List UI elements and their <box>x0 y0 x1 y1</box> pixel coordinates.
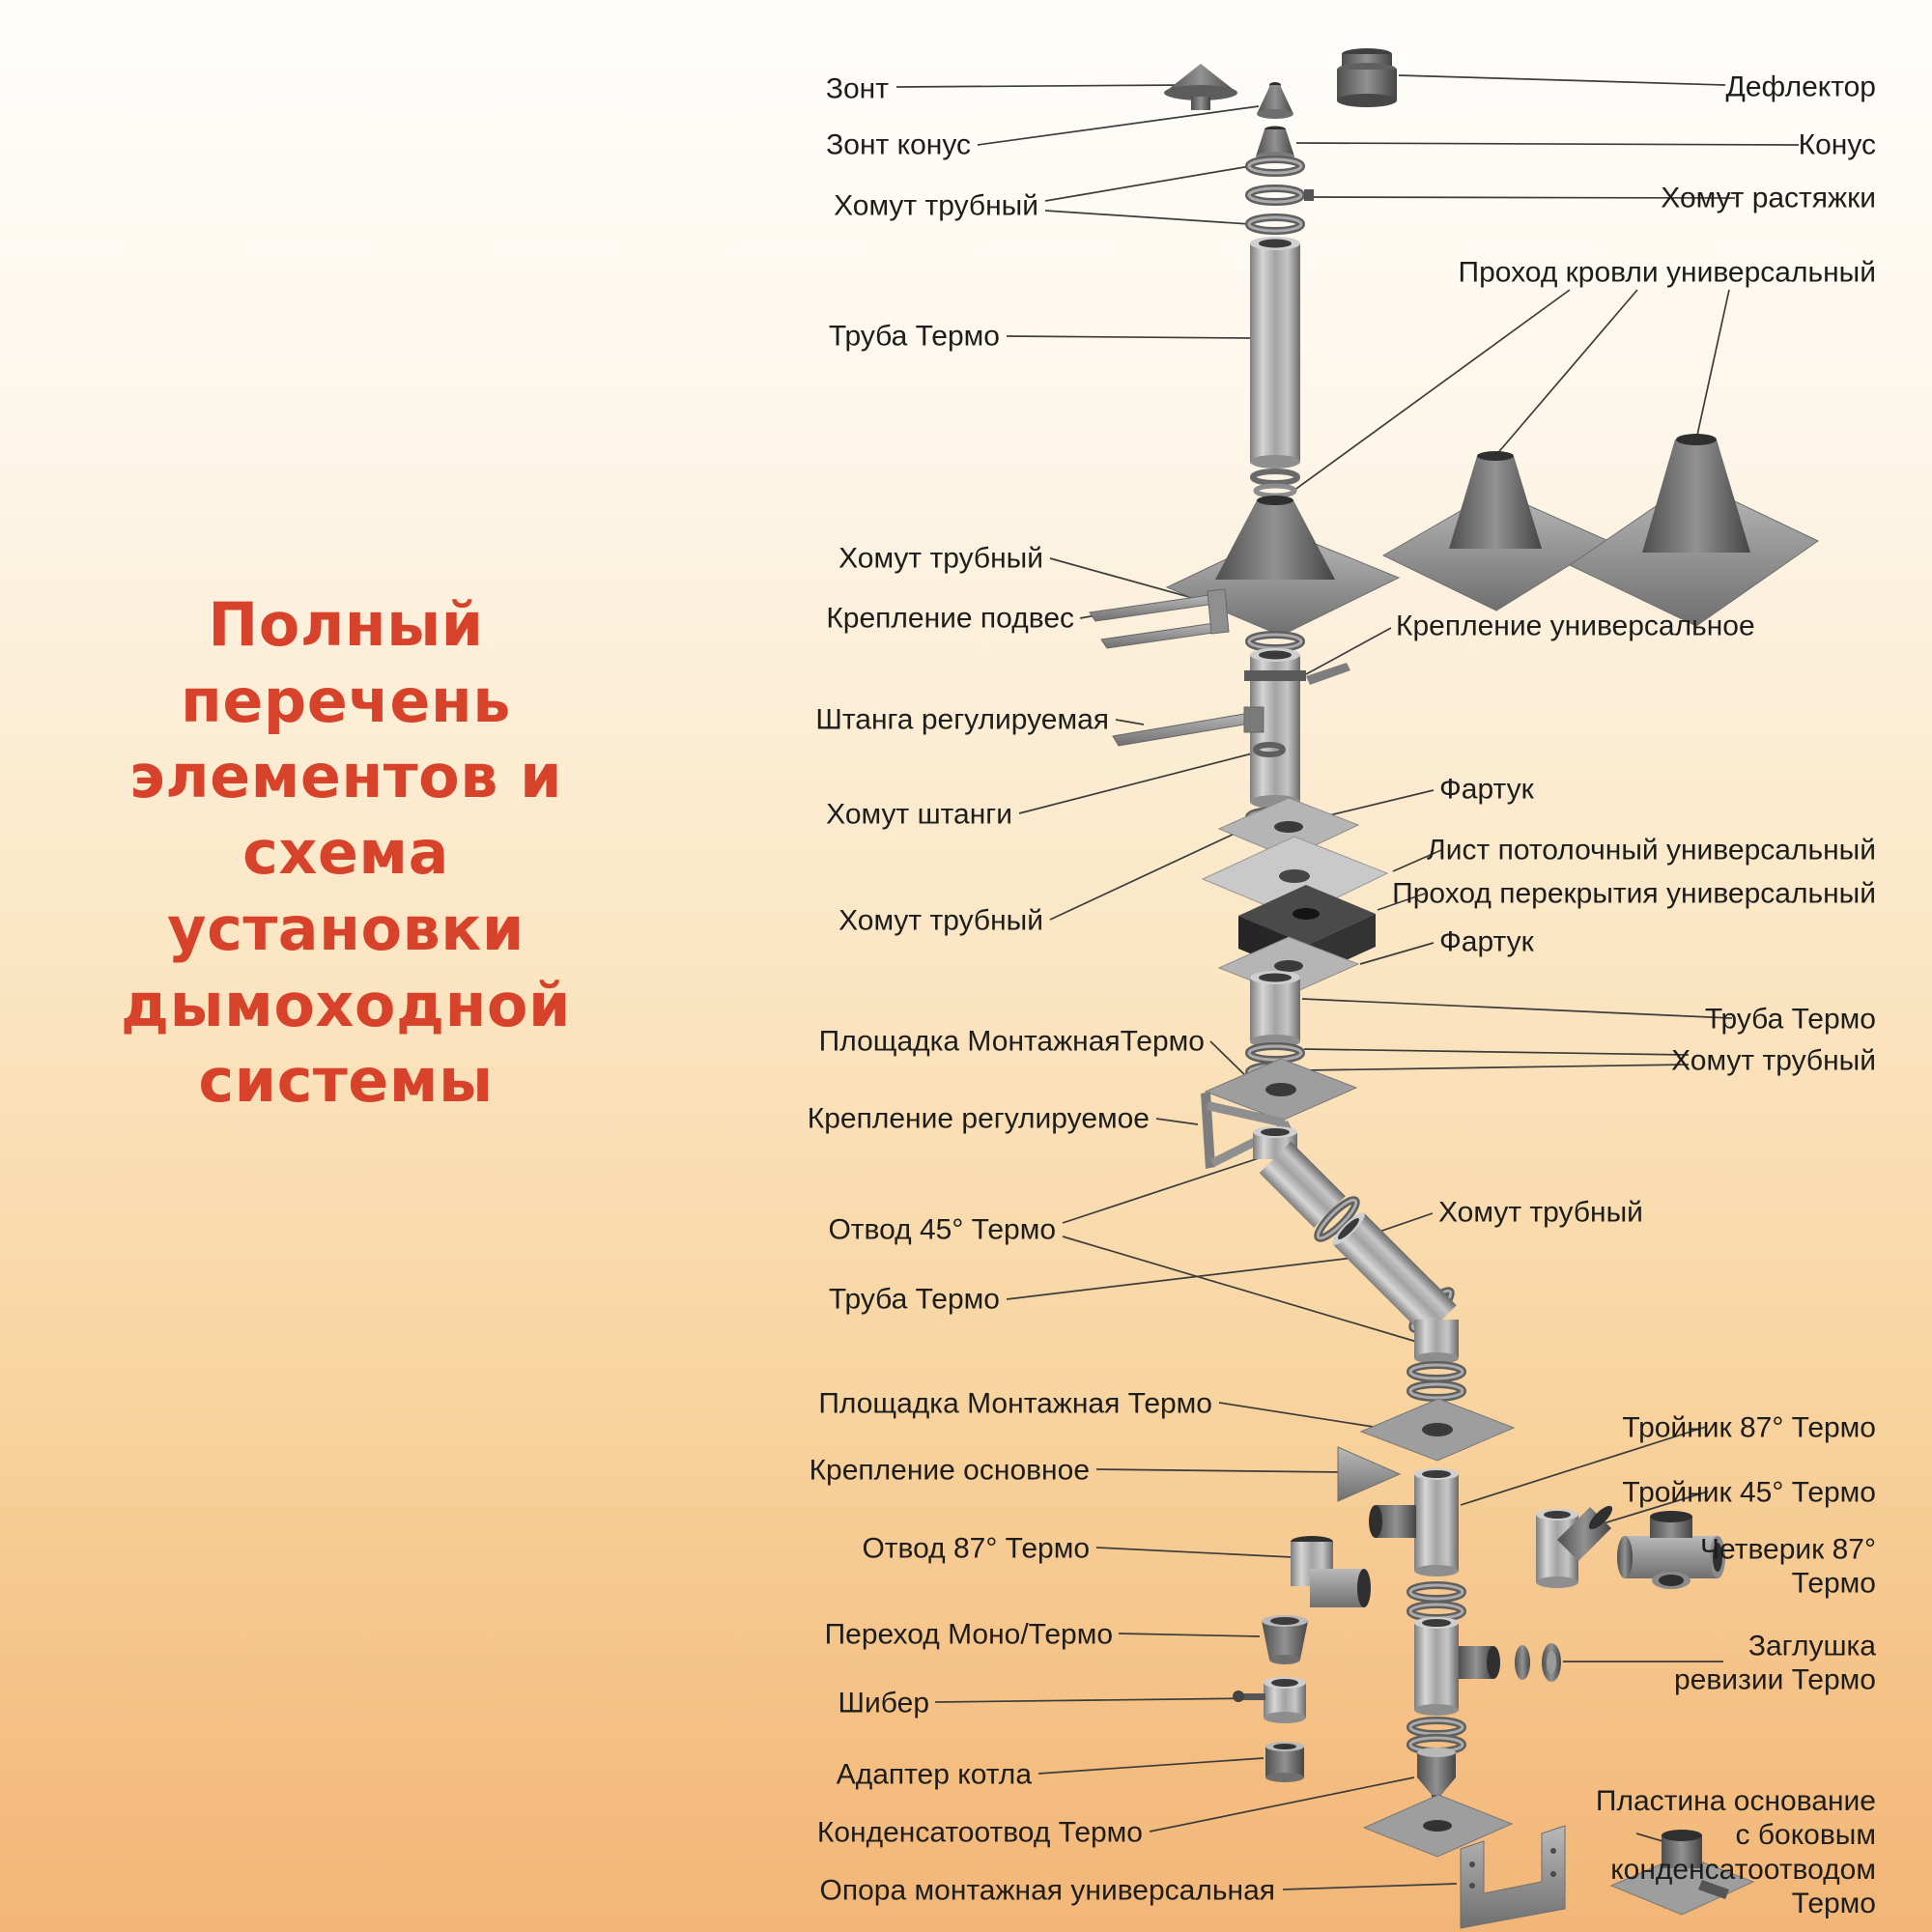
poster-title: Полный перечень элементов и схема устано… <box>56 587 636 1120</box>
part-truba-termo-2 <box>1250 971 1300 1048</box>
label-khomut-trubny-right-1: Хомут трубный <box>1671 1044 1876 1077</box>
part-adapter-kotla <box>1265 1742 1304 1782</box>
part-shiber <box>1233 1677 1306 1723</box>
label-fartuk-2: Фартук <box>1439 925 1534 958</box>
part-khomut-rings-lower <box>1406 1361 1466 1402</box>
label-konus: Конус <box>1798 128 1876 161</box>
label-khomut-rastyazhki: Хомут растяжки <box>1661 182 1876 214</box>
part-kreplenie-universalnoe <box>1244 663 1350 685</box>
part-truba-termo-1 <box>1250 237 1300 498</box>
part-plastina-osnovanie <box>1362 1794 1514 1858</box>
label-khomut-trubny-right-2: Хомут трубный <box>1438 1196 1643 1229</box>
label-truba-termo-2: Труба Термо <box>828 1283 1000 1316</box>
label-ploshchadka-2: Площадка Монтажная Термо <box>818 1387 1212 1420</box>
part-prohod-krovli-1 <box>1165 496 1401 637</box>
label-zont-konus: Зонт конус <box>826 128 971 161</box>
part-troinik-revizia <box>1414 1617 1500 1716</box>
part-zaglushka-revizii <box>1515 1643 1561 1682</box>
part-otvod45-1 <box>1253 1126 1346 1228</box>
part-otvod45-2 <box>1400 1280 1459 1364</box>
part-perekhod <box>1262 1615 1308 1664</box>
label-kreplenie-reguliruemoe: Крепление регулируемое <box>807 1102 1150 1135</box>
label-khomut-trubny-2: Хомут трубный <box>838 542 1043 575</box>
label-kreplenie-universalnoe: Крепление универсальное <box>1396 610 1755 642</box>
label-otvod-87: Отвод 87° Термо <box>862 1532 1090 1565</box>
part-shtanga <box>1112 706 1264 747</box>
title-line: Полный перечень <box>181 589 511 736</box>
label-troinik-45: Тройник 45° Термо <box>1622 1476 1876 1509</box>
part-chetverik-87 <box>1617 1511 1725 1589</box>
label-shtanga: Штанга регулируемая <box>815 703 1109 736</box>
label-zont: Зонт <box>825 72 889 105</box>
title-line: дымоходной <box>121 969 571 1040</box>
label-opora: Опора монтажная универсальная <box>819 1874 1275 1907</box>
part-zont-konus <box>1257 82 1293 119</box>
label-prohod-perekrytiya: Проход перекрытия универсальный <box>1392 877 1876 910</box>
part-khomut-rings-base <box>1406 1581 1466 1622</box>
title-line: элементов и схема <box>128 741 563 889</box>
label-truba-termo-1: Труба Термо <box>828 320 1000 353</box>
part-fartuk-1 <box>1217 797 1360 859</box>
label-troinik-87: Тройник 87° Термо <box>1622 1411 1876 1444</box>
label-ploshchadka-1: Площадка МонтажнаяТермо <box>818 1025 1205 1058</box>
label-shiber: Шибер <box>838 1687 929 1719</box>
part-otvod-87 <box>1291 1536 1371 1607</box>
label-perekhod: Переход Моно/Термо <box>824 1618 1113 1651</box>
label-chetverik-87: Четверик 87° Термо <box>1700 1533 1876 1600</box>
label-khomut-shtangi: Хомут штанги <box>826 798 1012 831</box>
label-truba-termo-right: Труба Термо <box>1704 1003 1876 1036</box>
chimney-parts <box>1089 48 1819 1929</box>
part-kreplenie-osnovnoe <box>1337 1446 1402 1502</box>
part-plastina-bokovaya <box>1609 1830 1755 1916</box>
label-kreplenie-osnovnoe: Крепление основное <box>809 1454 1090 1487</box>
part-ploshchadka-2 <box>1359 1398 1516 1462</box>
part-khomut-below-roof <box>1245 631 1305 652</box>
label-plastina-osnovanie: Пластина основание с боковым конденсатоо… <box>1595 1785 1876 1920</box>
label-otvod-45: Отвод 45° Термо <box>828 1213 1056 1246</box>
label-fartuk-1: Фартук <box>1439 773 1534 806</box>
label-deflektor: Дефлектор <box>1725 71 1876 103</box>
part-troinik-87 <box>1369 1468 1459 1577</box>
part-deflektor <box>1337 48 1397 107</box>
label-khomut-trubny-3: Хомут трубный <box>838 904 1043 937</box>
label-kondensatootvod: Конденсатоотвод Термо <box>816 1816 1143 1849</box>
part-khomut-rings-bottom <box>1406 1717 1466 1755</box>
title-line: установки <box>167 893 525 964</box>
part-khomut-rings-top <box>1245 156 1314 235</box>
part-zont <box>1164 64 1237 110</box>
title-line: системы <box>198 1045 494 1117</box>
part-khomut-diag-1 <box>1314 1196 1360 1242</box>
part-prohod-krovli-3 <box>1569 434 1819 627</box>
part-khomut-shtangi <box>1253 742 1286 757</box>
part-kreplenie-podves <box>1089 588 1230 649</box>
part-opora <box>1460 1825 1566 1929</box>
part-ploshchadka-1 <box>1204 1058 1358 1122</box>
label-khomut-trubny-1: Хомут трубный <box>834 189 1038 222</box>
label-kreplenie-podves: Крепление подвес <box>826 602 1074 635</box>
part-troinik-45 <box>1536 1505 1613 1588</box>
label-zaglushka-revizii: Заглушка ревизии Термо <box>1674 1630 1876 1696</box>
label-prohod-krovli: Проход кровли универсальный <box>1458 256 1876 289</box>
label-list-potolochny: Лист потолочный универсальный <box>1427 834 1876 867</box>
part-prohod-krovli-2 <box>1381 451 1610 611</box>
label-adapter-kotla: Адаптер котла <box>836 1758 1032 1791</box>
